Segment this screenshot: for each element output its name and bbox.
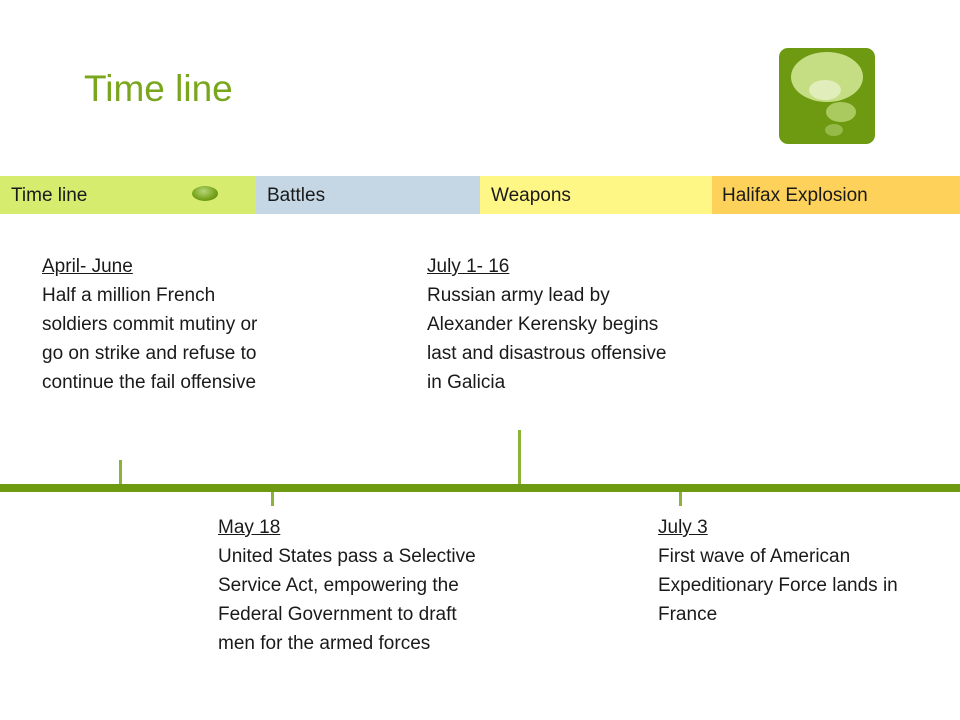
timeline-event-april-june: April- June Half a million French soldie…: [42, 252, 278, 397]
tab-battles[interactable]: Battles: [256, 176, 480, 214]
timeline-tick: [679, 492, 682, 506]
timeline-event-may-18: May 18 United States pass a Selective Se…: [218, 513, 498, 658]
timeline-axis: [0, 484, 960, 492]
tab-time-line[interactable]: Time line: [0, 176, 256, 214]
tab-halifax-explosion[interactable]: Halifax Explosion: [712, 176, 960, 214]
tab-label: Battles: [267, 185, 326, 206]
event-description: First wave of American Expeditionary For…: [658, 546, 898, 625]
navigation-tabs: Time line Battles Weapons Halifax Explos…: [0, 176, 960, 214]
timeline-event-july-3: July 3 First wave of American Expedition…: [658, 513, 918, 629]
event-date: May 18: [218, 517, 281, 538]
speech-bubble-logo-icon: [779, 48, 875, 144]
timeline-tick: [518, 430, 521, 484]
tab-label: Weapons: [491, 185, 571, 206]
page-title: Time line: [84, 68, 233, 109]
timeline-event-july-1-16: July 1- 16 Russian army lead by Alexande…: [427, 252, 677, 397]
active-indicator-icon: [192, 186, 218, 201]
event-date: July 3: [658, 517, 708, 538]
tab-label: Time line: [11, 185, 88, 206]
event-date: April- June: [42, 256, 133, 277]
event-description: Half a million French soldiers commit mu…: [42, 285, 258, 393]
tab-weapons[interactable]: Weapons: [480, 176, 712, 214]
tab-label: Halifax Explosion: [722, 185, 868, 206]
timeline-tick: [271, 492, 274, 506]
event-description: Russian army lead by Alexander Kerensky …: [427, 285, 667, 393]
event-description: United States pass a Selective Service A…: [218, 546, 476, 654]
event-date: July 1- 16: [427, 256, 510, 277]
timeline-tick: [119, 460, 122, 484]
